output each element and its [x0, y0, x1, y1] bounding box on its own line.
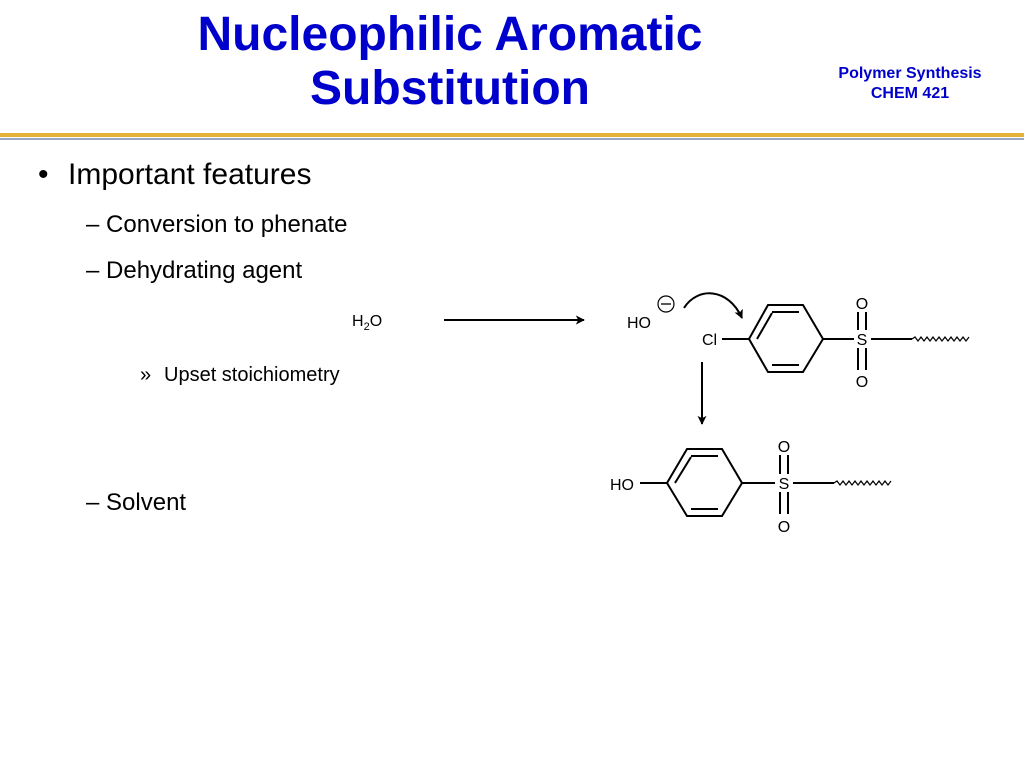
- course-code: CHEM 421: [870, 85, 950, 102]
- slide-title: Nucleophilic Aromatic Substitution: [110, 8, 790, 116]
- bullet-marker: •: [38, 158, 49, 191]
- chloro-label: Cl: [702, 332, 717, 349]
- sub-bullet-conversion: – Conversion to phenate: [86, 211, 348, 239]
- sulfone-double-bonds-bottom: [779, 455, 789, 514]
- bullet-important-features: • Important features: [38, 158, 311, 192]
- bullet-text: Important features: [68, 158, 312, 191]
- oxygen-label: O: [856, 296, 868, 313]
- polymer-chain-wavy-icon: [911, 336, 970, 342]
- polymer-chain-wavy-icon: [833, 480, 892, 486]
- course-name: Polymer Synthesis: [838, 65, 982, 82]
- header-divider-blue: [0, 138, 1024, 140]
- curved-attack-arrow: [683, 292, 743, 319]
- chevron-marker: »: [140, 364, 152, 386]
- sulfur-label: S: [857, 332, 868, 349]
- dash-marker: –: [86, 211, 100, 238]
- sulfone-double-bonds-top: [857, 312, 867, 370]
- hydroxide-label: HO: [627, 315, 651, 332]
- sub-bullet-solvent: – Solvent: [86, 489, 186, 517]
- header-divider-gold: [0, 133, 1024, 137]
- product-hydroxyl-label: HO: [610, 477, 634, 494]
- sulfur-label: S: [779, 476, 790, 493]
- benzene-ring-top: [747, 304, 825, 373]
- sub-bullet-text: Solvent: [106, 489, 187, 516]
- subsub-bullet-stoichiometry: » Upset stoichiometry: [140, 364, 340, 387]
- oxygen-label: O: [778, 439, 790, 456]
- sub-bullet-text: Dehydrating agent: [106, 257, 303, 284]
- benzene-ring-bottom: [665, 448, 744, 517]
- subsub-bullet-text: Upset stoichiometry: [164, 364, 340, 386]
- negative-charge-circle: [657, 295, 675, 313]
- oxygen-label: O: [856, 374, 868, 391]
- sub-bullet-text: Conversion to phenate: [106, 211, 348, 238]
- oxygen-label: O: [778, 519, 790, 536]
- water-reagent: H2O: [352, 313, 382, 333]
- sub-bullet-dehydrating: – Dehydrating agent: [86, 257, 302, 285]
- title-line-2: Substitution: [310, 62, 590, 115]
- title-line-1: Nucleophilic Aromatic: [197, 8, 703, 61]
- course-label: Polymer Synthesis CHEM 421: [830, 64, 990, 104]
- dash-marker: –: [86, 257, 100, 284]
- dash-marker: –: [86, 489, 100, 516]
